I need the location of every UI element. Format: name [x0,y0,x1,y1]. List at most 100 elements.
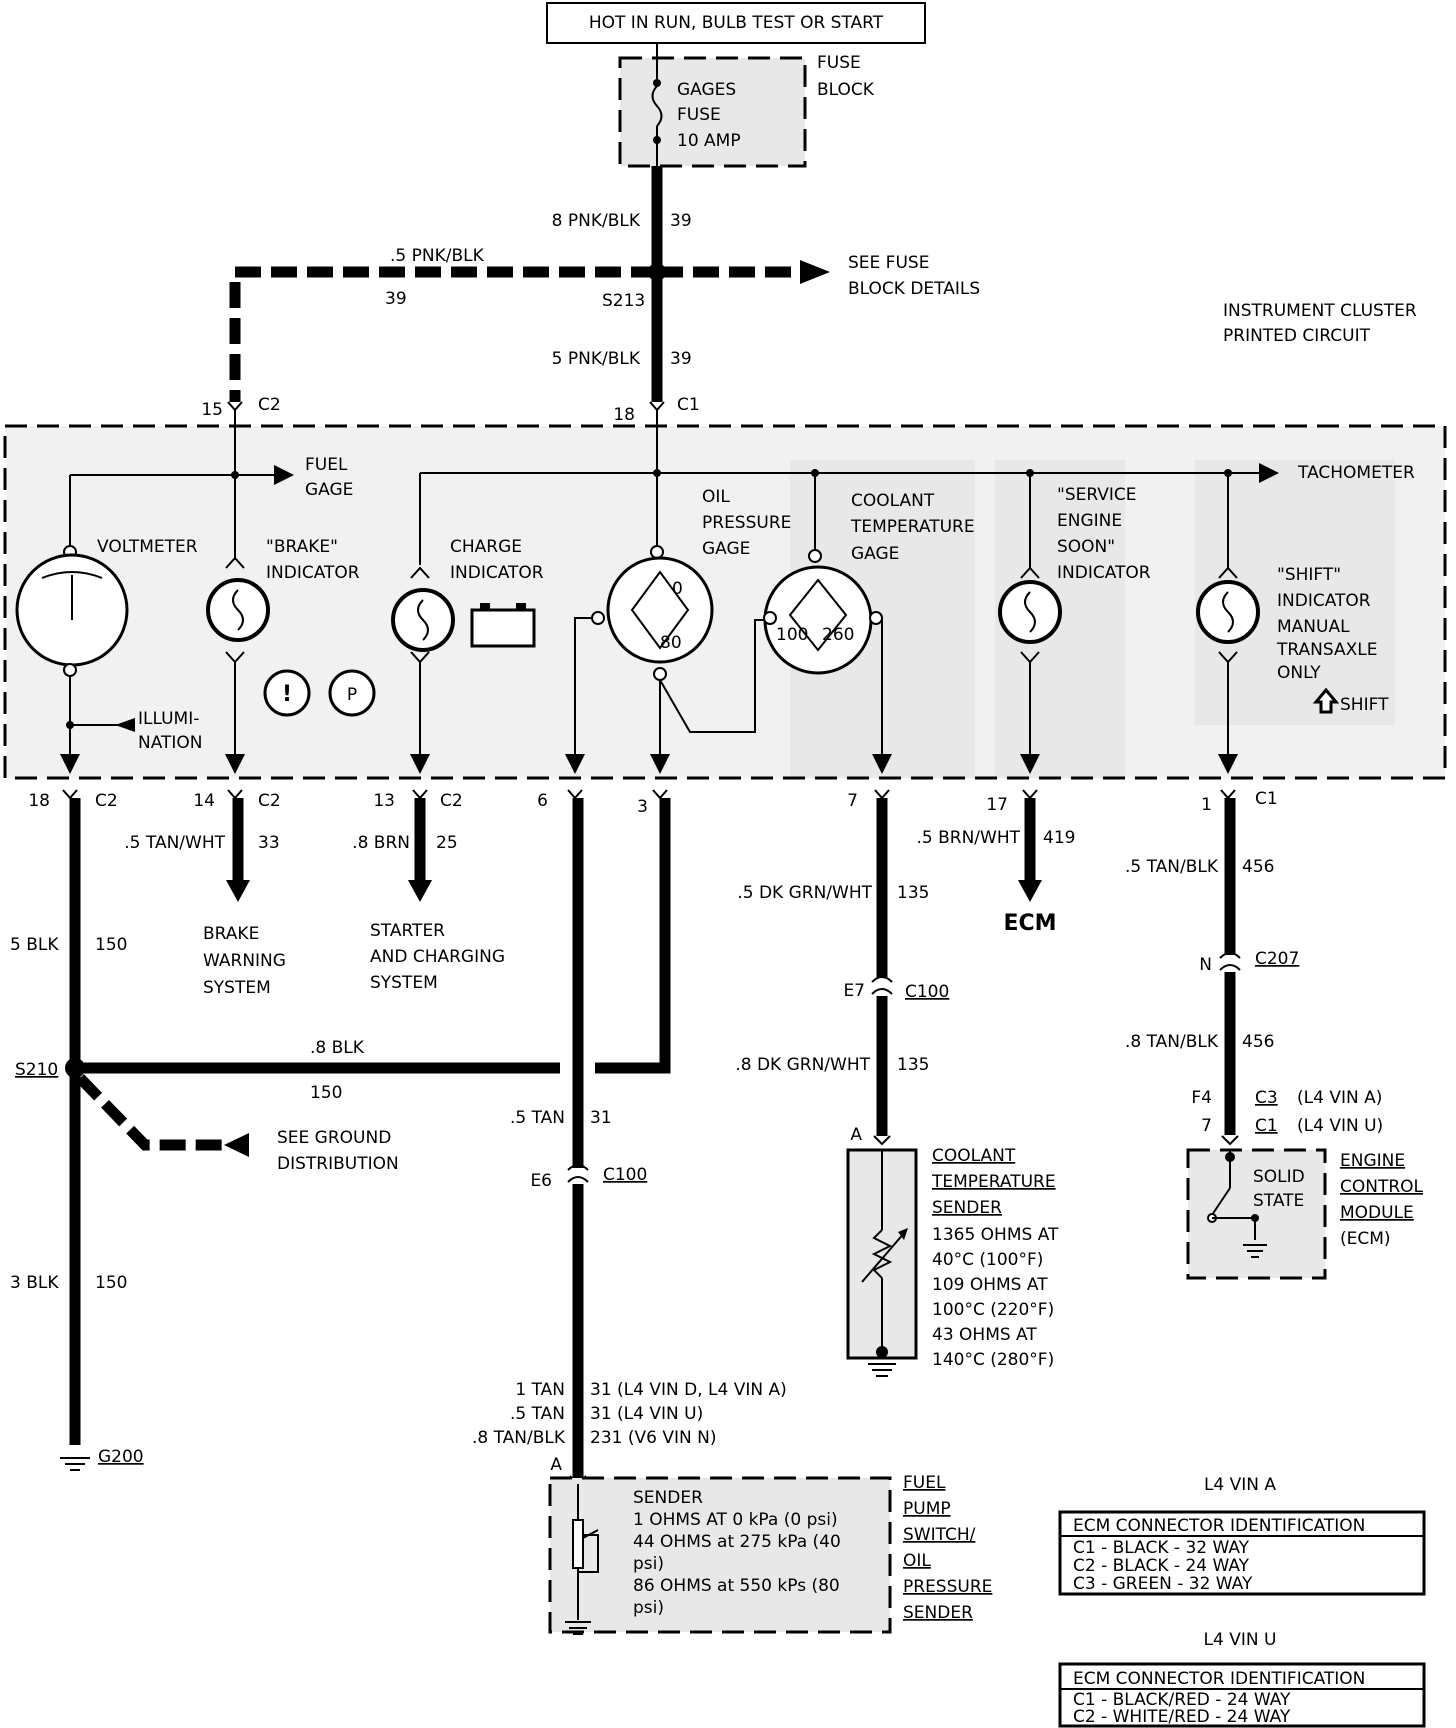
oil-label-3: GAGE [702,539,750,559]
oil-scale-80: 80 [660,633,682,653]
conn-c2-c: C2 [440,791,463,811]
power-source-box: HOT IN RUN, BULB TEST OR START [546,2,926,44]
shift-label-4: TRANSAXLE [1276,640,1377,660]
conn-c1-b: C1 [1255,789,1278,809]
table-u-heading: L4 VIN U [1204,1630,1277,1650]
charge-dest-2: AND CHARGING [370,947,505,967]
fuse-block-label-1: FUSE [817,53,861,73]
shift-arrow-icon [1312,687,1340,714]
brake-circuit: .5 TAN/WHT 33 BRAKE WARNING SYSTEM [124,798,286,998]
oil-sender-spec-5: 86 OHMS at 550 kPs (80 [633,1576,840,1596]
pin-3: 3 [637,797,648,817]
feed-main-wire: 8 PNK/BLK [552,211,641,231]
shift-conn: C207 [1255,949,1299,969]
coolant-wire-1: .5 DK GRN/WHT [737,883,872,903]
oil-sender-spec-2: 1 OHMS AT 0 kPa (0 psi) [633,1510,838,1530]
coolant-sender-label-3: SENDER [932,1198,1002,1218]
voltmeter-label: VOLTMETER [97,537,198,557]
charge-label-2: INDICATOR [450,563,544,583]
oil-pressure-sender: SENDER 1 OHMS AT 0 kPa (0 psi) 44 OHMS a… [548,1473,992,1635]
cluster-title-1: INSTRUMENT CLUSTER [1223,301,1417,321]
table-a-row-3: C3 - GREEN - 32 WAY [1073,1574,1253,1594]
table-a-title: ECM CONNECTOR IDENTIFICATION [1073,1516,1365,1536]
shift-wire-2: .8 TAN/BLK [1125,1032,1219,1052]
oil-sender-spec-1: SENDER [633,1488,703,1508]
feed-lower-circuit: 39 [670,349,692,369]
illumination-label-1: ILLUMI- [138,709,199,729]
see-fuse-label-1: SEE FUSE [848,253,929,273]
coolant-conn: C100 [905,982,949,1002]
coolant-circ-1: 135 [897,883,929,903]
ses-label-2: ENGINE [1057,511,1122,531]
coolant-scale-260: 260 [822,625,854,645]
charge-circ: 25 [436,833,458,853]
pin-18: 18 [28,791,50,811]
coolant-circuit: .5 DK GRN/WHT 135 E7 C100 .8 DK GRN/WHT … [735,798,949,1146]
charge-label-1: CHARGE [450,537,522,557]
splice-s210-label: S210 [15,1060,58,1080]
oil-sender-label-2: PUMP [903,1499,951,1519]
coolant-sender-spec-6: 140°C (280°F) [932,1350,1054,1370]
feed-conn-c2: C2 [258,395,281,415]
shift-circ-1: 456 [1242,857,1274,877]
fuse-amp-label: 10 AMP [677,131,741,151]
brake-wire: .5 TAN/WHT [124,833,225,853]
ses-circuit: .5 BRN/WHT 419 ECM [916,798,1075,936]
shift-circuit: .5 TAN/BLK 456 N C207 .8 TAN/BLK 456 F4 … [1125,798,1383,1146]
fuse-block: GAGES FUSE 10 AMP FUSE BLOCK [618,53,875,168]
coolant-sender-spec-4: 100°C (220°F) [932,1300,1054,1320]
feed-pin-c1: 18 [613,405,635,425]
ecm-connector-table-l4-vin-u: L4 VIN U ECM CONNECTOR IDENTIFICATION C1… [1058,1630,1426,1728]
coolant-sender-spec-2: 40°C (100°F) [932,1250,1043,1270]
fuel-variant-1-circ: 31 (L4 VIN D, L4 VIN A) [590,1380,787,1400]
cluster-title-2: PRINTED CIRCUIT [1223,326,1371,346]
ground-wire-3: 3 BLK [10,1273,59,1293]
charge-dest-1: STARTER [370,921,445,941]
shift-label-1: "SHIFT" [1277,565,1341,585]
ground-circ-2: 150 [310,1083,342,1103]
coolant-wire-2: .8 DK GRN/WHT [735,1055,870,1075]
shift-label-6: SHIFT [1340,695,1389,715]
splice-s213-label: S213 [602,291,645,311]
brake-dest-1: BRAKE [203,924,259,944]
ses-wire: .5 BRN/WHT [916,828,1020,848]
voltmeter: VOLTMETER ILLUMI- NATION [15,537,203,774]
ses-label-3: SOON" [1057,537,1115,557]
oil-sender-label-6: SENDER [903,1603,973,1623]
ecm-label-3: MODULE [1340,1203,1414,1223]
charge-dest-3: SYSTEM [370,973,438,993]
fuel-pin-a: A [550,1455,562,1475]
pin-1: 1 [1201,795,1212,815]
fuel-variant-1-wire: 1 TAN [515,1380,565,1400]
brake-circ: 33 [258,833,280,853]
solid-state-label-2: STATE [1253,1191,1304,1211]
table-a-row-2: C2 - BLACK - 24 WAY [1073,1556,1250,1576]
shift-label-3: MANUAL [1277,617,1350,637]
ground-circuit: 5 BLK 150 S210 .8 BLK 150 SEE GROUND DIS… [10,798,671,1471]
table-u-row-2: C2 - WHITE/RED - 24 WAY [1073,1707,1291,1727]
coolant-sender-label-1: COOLANT [932,1146,1016,1166]
oil-scale-0: 0 [672,579,683,599]
fuel-conn-pin: E6 [530,1171,552,1191]
see-ground-label-1: SEE GROUND [277,1128,391,1148]
shift-label-2: INDICATOR [1277,591,1371,611]
shift-wire-1: .5 TAN/BLK [1125,857,1219,877]
conn-c2-b: C2 [258,791,281,811]
pin-13: 13 [373,791,395,811]
coolant-label-3: GAGE [851,544,899,564]
charge-indicator: CHARGE INDICATOR [391,537,544,774]
ecm-label-2: CONTROL [1340,1177,1424,1197]
fuel-circ: 31 [590,1108,612,1128]
tachometer-label: TACHOMETER [1297,463,1415,483]
conn-c2-a: C2 [95,791,118,811]
ses-label-1: "SERVICE [1057,485,1137,505]
shift-ecm-conn-2: C1 [1255,1116,1278,1136]
brake-park-icon: P [347,685,357,705]
fuel-variant-2-wire: .5 TAN [510,1404,565,1424]
coolant-temperature-sender: COOLANT TEMPERATURE SENDER 1365 OHMS AT … [846,1146,1059,1377]
feed-conn-c1: C1 [677,395,700,415]
coolant-circ-2: 135 [897,1055,929,1075]
table-a-row-1: C1 - BLACK - 32 WAY [1073,1538,1250,1558]
coolant-label-2: TEMPERATURE [850,517,975,537]
brake-dest-3: SYSTEM [203,978,271,998]
